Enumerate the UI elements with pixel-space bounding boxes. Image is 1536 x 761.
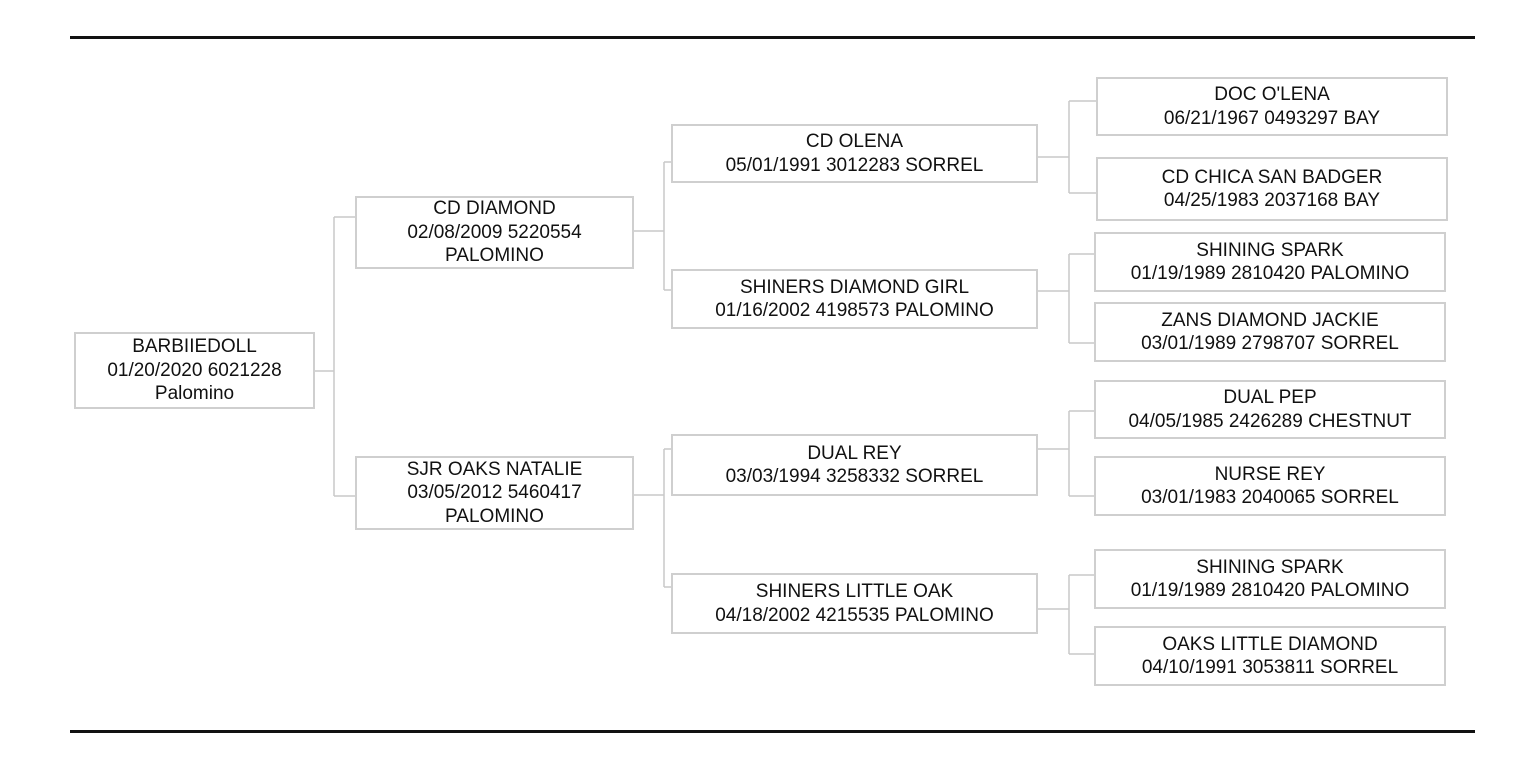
dam-color: PALOMINO bbox=[445, 505, 544, 527]
grandparent-details: 01/16/2002 4198573 PALOMINO bbox=[715, 300, 994, 321]
grandparent-box: DUAL REY 03/03/1994 3258332 SORREL bbox=[671, 434, 1038, 496]
great-grandparent-box: ZANS DIAMOND JACKIE 03/01/1989 2798707 S… bbox=[1094, 302, 1446, 362]
great-grandparent-name: NURSE REY bbox=[1214, 463, 1326, 485]
dam-registration: 03/05/2012 5460417 bbox=[407, 482, 582, 504]
great-grandparent-details: 04/25/1983 2037168 BAY bbox=[1163, 190, 1381, 211]
sire-name: CD DIAMOND bbox=[433, 198, 556, 220]
great-grandparent-box: DOC O'LENA 06/21/1967 0493297 BAY bbox=[1096, 77, 1448, 136]
great-grandparent-box: SHINING SPARK 01/19/1989 2810420 PALOMIN… bbox=[1094, 232, 1446, 292]
great-grandparent-name: SHINING SPARK bbox=[1196, 556, 1344, 578]
great-grandparent-name: ZANS DIAMOND JACKIE bbox=[1161, 309, 1379, 331]
great-grandparent-name: SHINING SPARK bbox=[1196, 239, 1344, 261]
grandparent-box: CD OLENA 05/01/1991 3012283 SORREL bbox=[671, 124, 1038, 183]
grandparent-box: SHINERS DIAMOND GIRL 01/16/2002 4198573 … bbox=[671, 269, 1038, 329]
great-grandparent-name: DUAL PEP bbox=[1223, 387, 1317, 408]
great-grandparent-details: 04/10/1991 3053811 SORREL bbox=[1141, 657, 1399, 678]
subject-registration: 01/20/2020 6021228 bbox=[107, 359, 282, 381]
great-grandparent-box: NURSE REY 03/01/1983 2040065 SORREL bbox=[1094, 456, 1446, 516]
grandparent-name: SHINERS DIAMOND GIRL bbox=[739, 276, 970, 298]
dam-name: SJR OAKS NATALIE bbox=[406, 458, 583, 480]
great-grandparent-details: 06/21/1967 0493297 BAY bbox=[1163, 107, 1381, 129]
grandparent-name: CD OLENA bbox=[805, 131, 904, 152]
great-grandparent-box: SHINING SPARK 01/19/1989 2810420 PALOMIN… bbox=[1094, 549, 1446, 609]
great-grandparent-details: 03/01/1989 2798707 SORREL bbox=[1141, 333, 1399, 354]
grandparent-details: 04/18/2002 4215535 PALOMINO bbox=[715, 604, 994, 626]
great-grandparent-box: DUAL PEP 04/05/1985 2426289 CHESTNUT bbox=[1094, 380, 1446, 439]
great-grandparent-box: OAKS LITTLE DIAMOND 04/10/1991 3053811 S… bbox=[1094, 626, 1446, 686]
great-grandparent-details: 03/01/1983 2040065 SORREL bbox=[1141, 487, 1399, 508]
great-grandparent-details: 01/19/1989 2810420 PALOMINO bbox=[1130, 580, 1410, 601]
great-grandparent-name: OAKS LITTLE DIAMOND bbox=[1162, 633, 1378, 655]
subject-color: Palomino bbox=[154, 383, 235, 405]
top-divider bbox=[70, 36, 1475, 39]
great-grandparent-details: 04/05/1985 2426289 CHESTNUT bbox=[1128, 410, 1412, 432]
great-grandparent-details: 01/19/1989 2810420 PALOMINO bbox=[1130, 263, 1410, 284]
sire-box: CD DIAMOND 02/08/2009 5220554 PALOMINO bbox=[355, 196, 634, 269]
great-grandparent-name: DOC O'LENA bbox=[1214, 84, 1330, 105]
sire-registration: 02/08/2009 5220554 bbox=[407, 221, 582, 243]
subject-name: BARBIIEDOLL bbox=[132, 336, 257, 358]
grandparent-name: SHINERS LITTLE OAK bbox=[755, 581, 954, 602]
sire-color: PALOMINO bbox=[445, 245, 544, 267]
grandparent-box: SHINERS LITTLE OAK 04/18/2002 4215535 PA… bbox=[671, 573, 1038, 634]
bottom-divider bbox=[70, 730, 1475, 733]
dam-box: SJR OAKS NATALIE 03/05/2012 5460417 PALO… bbox=[355, 456, 634, 530]
subject-horse-box: BARBIIEDOLL 01/20/2020 6021228 Palomino bbox=[74, 332, 315, 409]
grandparent-details: 03/03/1994 3258332 SORREL bbox=[725, 466, 984, 487]
great-grandparent-box: CD CHICA SAN BADGER 04/25/1983 2037168 B… bbox=[1096, 157, 1448, 221]
grandparent-name: DUAL REY bbox=[807, 442, 902, 464]
grandparent-details: 05/01/1991 3012283 SORREL bbox=[725, 154, 984, 176]
great-grandparent-name: CD CHICA SAN BADGER bbox=[1161, 166, 1383, 188]
